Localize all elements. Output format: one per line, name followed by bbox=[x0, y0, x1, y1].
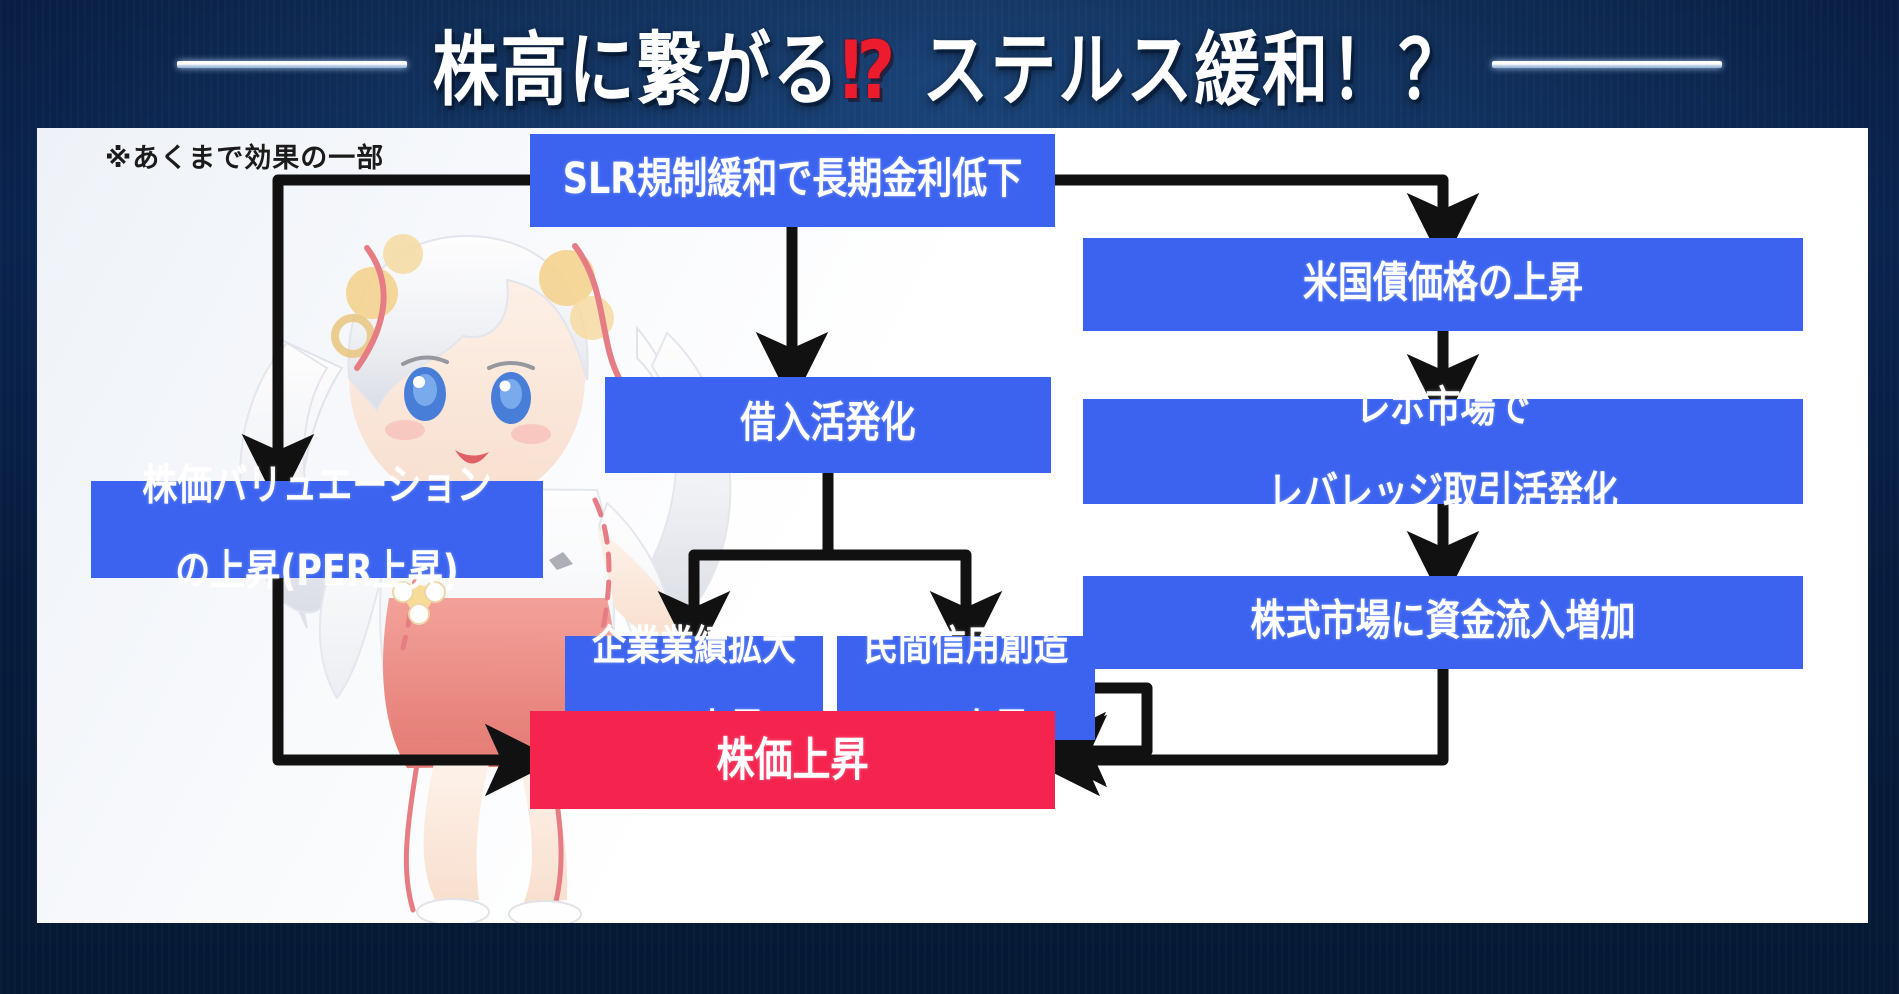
node-equity-inflow[interactable]: 株式市場に資金流入増加 bbox=[1083, 576, 1803, 669]
node-valuation[interactable]: 株価バリュエーション の上昇(PER上昇) bbox=[91, 462, 543, 596]
edge-flow-to-up bbox=[1027, 669, 1449, 797]
node-repo-leverage[interactable]: レポ市場で レバレッジ取引活発化 bbox=[1083, 384, 1803, 518]
title-rule-right bbox=[1492, 60, 1723, 68]
node-stock-price-rise-line-1: 株価上昇 bbox=[716, 733, 869, 787]
node-repo-leverage-line-1: レポ市場で bbox=[1355, 383, 1531, 432]
edge-m2-to-flow bbox=[1034, 682, 1153, 788]
node-slr[interactable]: SLR規制緩和で長期金利低下 bbox=[530, 134, 1055, 227]
diagram-panel: ※あくまで効果の一部 SLR規制緩和で長期金利低下 株価バリュエーション の上昇… bbox=[37, 128, 1868, 923]
node-equity-inflow-line-1: 株式市場に資金流入増加 bbox=[1250, 597, 1636, 646]
node-treasury-price[interactable]: 米国債価格の上昇 bbox=[1083, 238, 1803, 331]
footnote-text: ※あくまで効果の一部 bbox=[105, 143, 385, 174]
title-text-pre: 株高に繋がる bbox=[432, 23, 841, 118]
node-borrowing-line-1: 借入活発化 bbox=[740, 400, 916, 449]
node-stock-price-rise[interactable]: 株価上昇 bbox=[530, 711, 1055, 809]
node-m2-line-1: 民間信用創造 bbox=[864, 621, 1068, 671]
title-rule-left bbox=[176, 60, 407, 68]
node-valuation-line-2: の上昇(PER上昇) bbox=[175, 547, 459, 597]
edge-borrow-to-eps bbox=[657, 473, 834, 664]
title-text-post: ステルス緩和！？ bbox=[922, 23, 1467, 118]
node-slr-line-1: SLR規制緩和で長期金利低下 bbox=[562, 155, 1023, 204]
page-title: 株高に繋がる⁉ ステルス緩和！？ bbox=[433, 5, 1467, 122]
node-borrowing[interactable]: 借入活発化 bbox=[605, 377, 1051, 473]
title-bar: 株高に繋がる⁉ ステルス緩和！？ bbox=[0, 0, 1899, 128]
edge-slr-to-val bbox=[241, 174, 530, 507]
flow-arrows bbox=[241, 174, 1480, 797]
edge-slr-to-ust bbox=[1055, 174, 1480, 266]
edge-val-to-up bbox=[272, 578, 558, 797]
node-treasury-price-line-1: 米国債価格の上昇 bbox=[1302, 259, 1583, 308]
edge-borrow-to-m2 bbox=[828, 549, 1003, 664]
node-valuation-line-1: 株価バリュエーション bbox=[142, 461, 492, 510]
node-repo-leverage-line-2: レバレッジ取引活発化 bbox=[1267, 469, 1618, 519]
node-eps-line-1: 企業業績拡大 bbox=[592, 621, 796, 671]
title-interrobang-mark: ⁉ bbox=[840, 23, 898, 118]
